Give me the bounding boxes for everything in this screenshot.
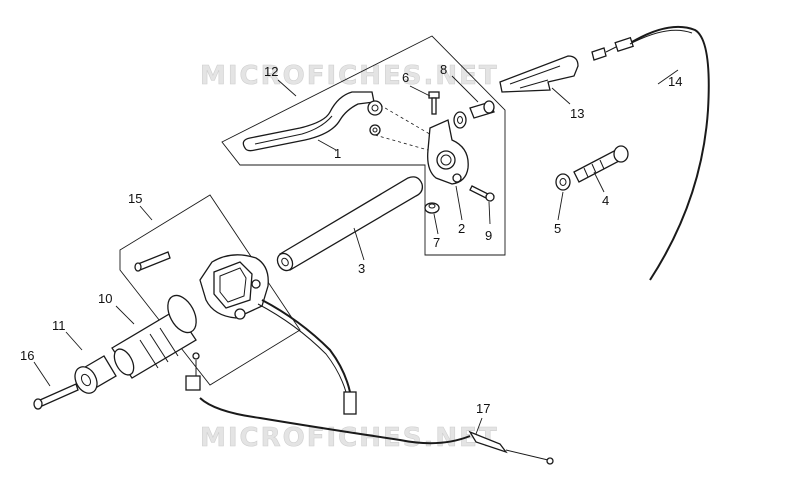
grip-group-outline (119, 194, 301, 386)
callout-3: 3 (358, 261, 365, 276)
callout-15: 15 (128, 191, 142, 206)
nut-7 (424, 202, 440, 214)
callout-16: 16 (20, 348, 34, 363)
throttle-housing (199, 254, 269, 320)
callout-13: 13 (570, 106, 584, 121)
callout-8: 8 (440, 62, 447, 77)
callout-10: 10 (98, 291, 112, 306)
handlebar-tube (276, 176, 424, 272)
callout-5: 5 (554, 221, 561, 236)
clutch-lever (242, 91, 383, 152)
callout-17: 17 (476, 401, 490, 416)
callout-11: 11 (52, 318, 66, 333)
callout-6: 6 (402, 70, 409, 85)
callout-12: 12 (264, 64, 278, 79)
screw-6 (428, 91, 440, 115)
clutch-lever-group-outline (221, 35, 506, 256)
housing-screw (134, 251, 171, 272)
callout-4: 4 (602, 193, 609, 208)
rubber-boot (499, 55, 579, 93)
callout-7: 7 (433, 235, 440, 250)
long-bolt (573, 145, 629, 183)
screw-9 (469, 185, 495, 202)
bolt-8 (453, 100, 495, 129)
lever-pivot-screw (369, 124, 381, 136)
callout-1: 1 (334, 146, 341, 161)
watermark-top: MICROFICHES.NET (200, 61, 499, 91)
assembly-line (374, 134, 436, 153)
throttle-cable (185, 352, 554, 465)
clutch-cable (591, 25, 710, 281)
throttle-grip (111, 294, 197, 379)
lever-holder (427, 119, 469, 185)
callout-9: 9 (485, 228, 492, 243)
bar-end-screw (33, 383, 79, 410)
washer (555, 173, 571, 191)
switch-wiring (257, 299, 357, 415)
connector-plug (343, 391, 357, 415)
bar-end-weight (74, 355, 117, 394)
watermark-bottom: MICROFICHES.NET (200, 423, 499, 453)
callout-2: 2 (458, 221, 465, 236)
callout-14: 14 (668, 74, 682, 89)
